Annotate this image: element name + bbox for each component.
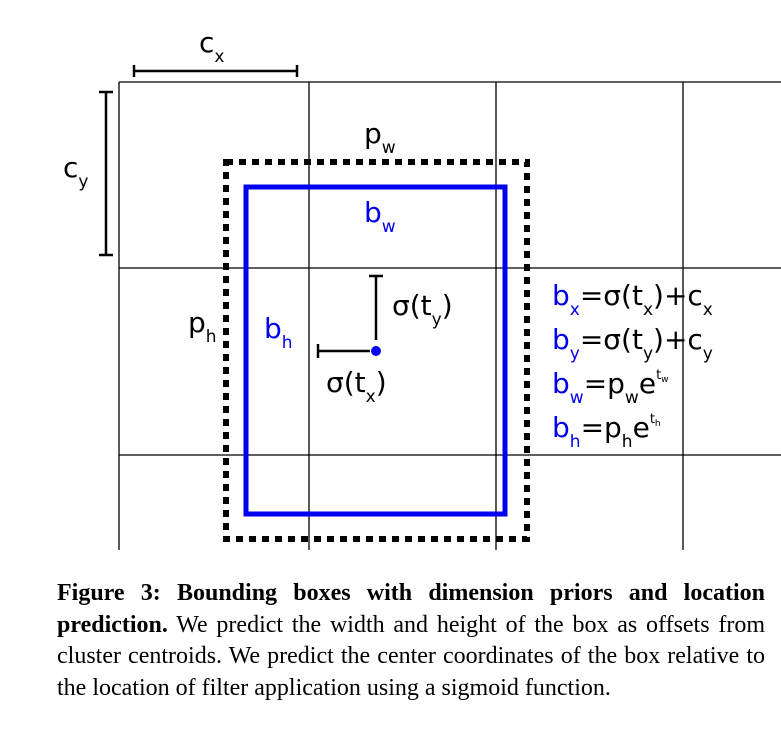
center-point bbox=[371, 346, 381, 356]
caption-text: We predict the width and height of the b… bbox=[57, 611, 765, 701]
bh-label: bh bbox=[264, 312, 293, 353]
predicted-box bbox=[243, 184, 508, 517]
cx-dimension-bar bbox=[132, 65, 299, 77]
sigma-ty-label: σ(ty) bbox=[392, 289, 453, 330]
sigma-tx-bar bbox=[316, 344, 370, 358]
caption-bold-title: Bounding boxes with dimension priors and… bbox=[57, 580, 766, 638]
equations: bx=σ(tx)+cx by=σ(ty)+cy bw=pwetw bh=phet… bbox=[552, 279, 713, 452]
caption-label: Figure 3: bbox=[57, 580, 161, 606]
ph-label: ph bbox=[188, 306, 217, 347]
bw-label: bw bbox=[364, 196, 396, 237]
cy-label: cy bbox=[63, 151, 88, 192]
cx-label: cx bbox=[199, 26, 224, 67]
equation-bh: bh=pheth bbox=[552, 411, 661, 452]
pw-label: pw bbox=[364, 117, 396, 158]
equation-by: by=σ(ty)+cy bbox=[552, 323, 713, 364]
sigma-ty-bar bbox=[369, 274, 383, 340]
figure-caption: Figure 3: Bounding boxes with dimension … bbox=[57, 578, 765, 704]
equation-bw: bw=pwetw bbox=[552, 367, 669, 408]
grid bbox=[118, 81, 781, 550]
cy-dimension-bar bbox=[99, 90, 113, 257]
sigma-tx-label: σ(tx) bbox=[326, 366, 387, 407]
bounding-box-figure: cx cy pw ph bw bh σ(ty) σ(tx) bbox=[63, 26, 781, 550]
equation-bx: bx=σ(tx)+cx bbox=[552, 279, 713, 320]
